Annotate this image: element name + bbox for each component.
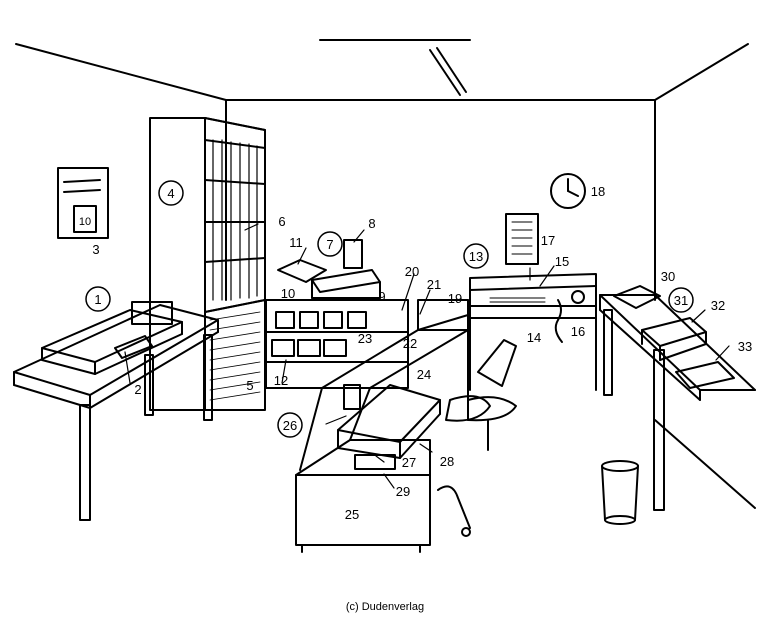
label-9: 9 (378, 289, 385, 304)
label-22: 22 (403, 336, 417, 351)
label-10: 10 (281, 286, 295, 301)
label-18: 18 (591, 184, 605, 199)
label-3: 3 (92, 242, 99, 257)
shelf-unit (149, 117, 266, 411)
office-chairs (437, 339, 517, 537)
label-2: 2 (134, 382, 141, 397)
copyright-credit: (c) Dudenverlag (345, 601, 425, 613)
label-8: 8 (368, 216, 375, 231)
leader-lines (124, 223, 730, 489)
sorting-cabinet (265, 299, 409, 389)
waste-basket (601, 460, 639, 525)
desk-terminal (277, 239, 381, 299)
label-14: 14 (527, 330, 541, 345)
label-5: 5 (246, 378, 253, 393)
label-33: 33 (738, 339, 752, 354)
wall-clock-icon (550, 173, 586, 209)
label-19: 19 (448, 291, 462, 306)
label-20: 20 (405, 264, 419, 279)
label-27: 27 (402, 455, 416, 470)
label-24: 24 (417, 367, 431, 382)
label-31: 31 (674, 293, 688, 308)
label-23: 23 (358, 331, 372, 346)
label-16: 16 (571, 324, 585, 339)
right-desk (599, 285, 756, 511)
label-28: 28 (440, 454, 454, 469)
label-26: 26 (283, 418, 297, 433)
label-17: 17 (541, 233, 555, 248)
center-desk (295, 299, 469, 553)
label-4: 4 (167, 186, 174, 201)
label-6: 6 (278, 214, 285, 229)
label-12: 12 (274, 373, 288, 388)
label-21: 21 (427, 277, 441, 292)
computer-console (469, 273, 597, 391)
label-25: 25 (345, 507, 359, 522)
room-outline (15, 39, 756, 509)
label-15: 15 (555, 254, 569, 269)
label-13: 13 (469, 249, 483, 264)
teleprinter (337, 384, 441, 470)
label-32: 32 (711, 298, 725, 313)
label-11: 11 (289, 235, 303, 250)
left-desk (13, 304, 219, 521)
wall-chart (505, 213, 539, 265)
label-29: 29 (396, 484, 410, 499)
wall-calendar (57, 167, 109, 239)
label-7: 7 (326, 237, 333, 252)
calendar-date: 10 (79, 216, 91, 228)
label-1: 1 (94, 292, 101, 307)
printer (41, 301, 183, 375)
label-30: 30 (661, 269, 675, 284)
